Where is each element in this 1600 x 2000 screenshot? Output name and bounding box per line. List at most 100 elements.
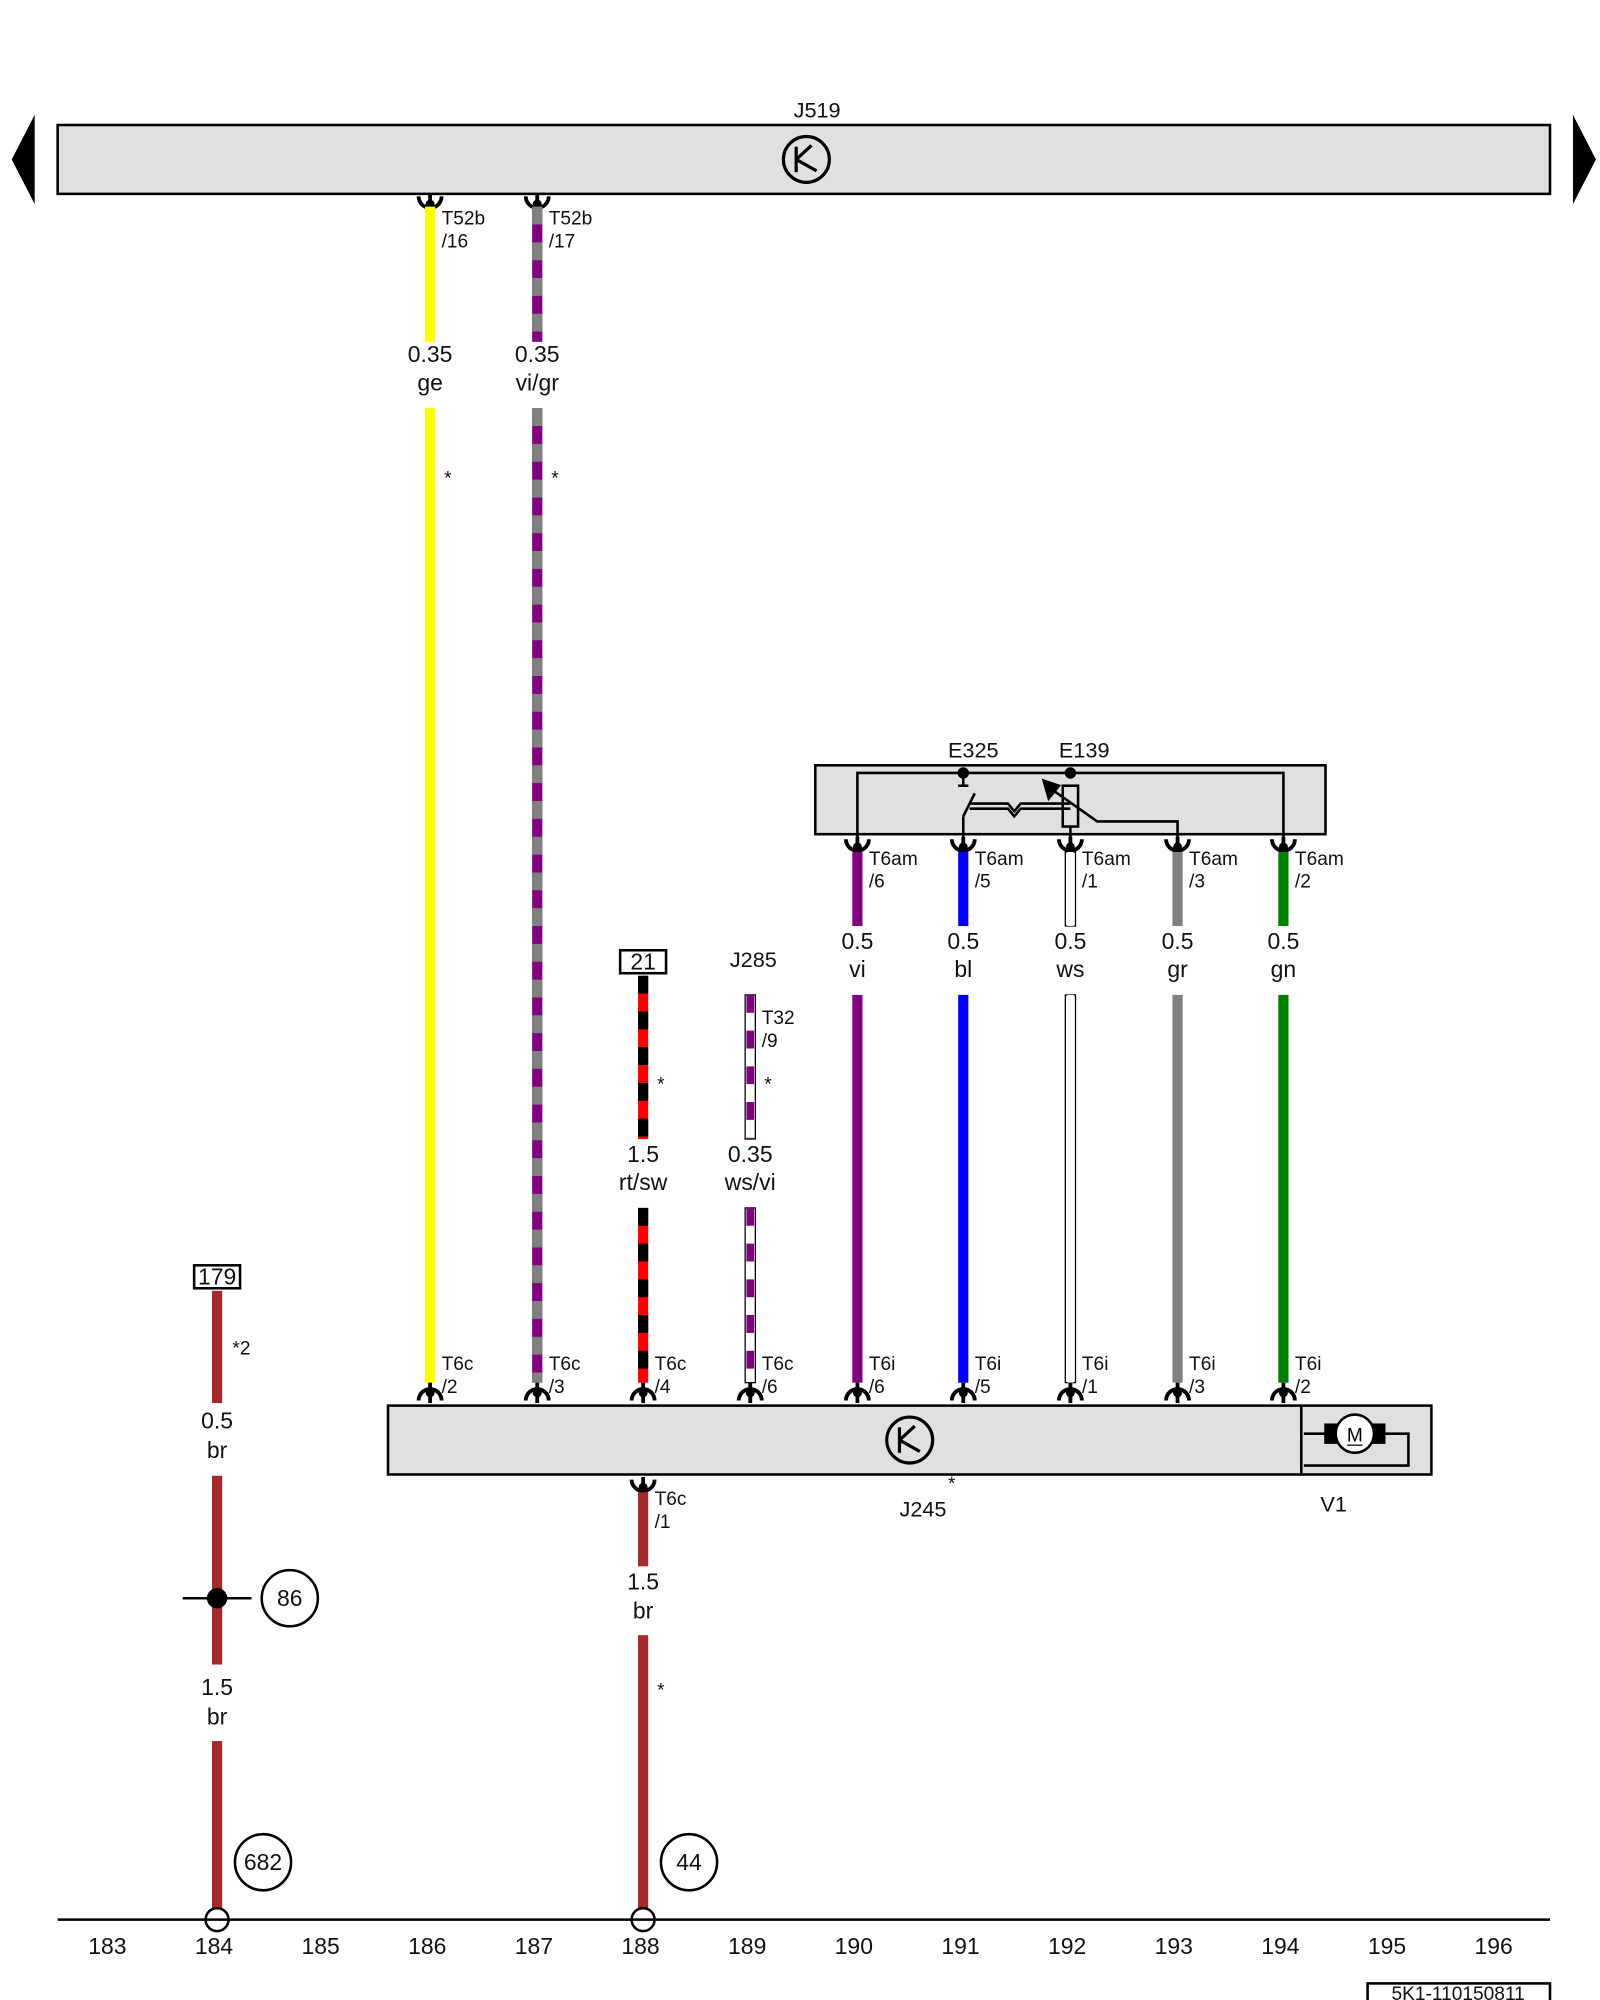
ground-ref: 44 <box>676 1849 702 1875</box>
wire-color-code: ge <box>417 369 443 395</box>
wire-segment-rt-sw-upper[interactable] <box>638 975 649 1140</box>
wire-segment-gn-upper[interactable] <box>1278 852 1289 927</box>
connector-label: T6c <box>655 1354 687 1375</box>
connector-pin: /1 <box>655 1512 671 1533</box>
track-number: 191 <box>941 1933 979 1959</box>
wire-color-code: bl <box>954 956 972 982</box>
wire-gauge: 0.5 <box>841 928 873 954</box>
wire-segment-bl-upper[interactable] <box>958 852 969 927</box>
footnote-star: * <box>657 1680 665 1701</box>
ground-ref-circle[interactable] <box>233 1832 293 1892</box>
module-j245[interactable]: M J245 * V1 <box>386 1404 1433 1522</box>
wire-segment-br-left-1[interactable] <box>211 1290 223 1404</box>
wire-color-code: br <box>207 1703 228 1729</box>
connector-label: T52b <box>549 208 593 229</box>
track-number: 194 <box>1261 1933 1300 1959</box>
footnote-star: * <box>444 469 452 490</box>
wire-segment-bl-lower[interactable] <box>958 994 969 1383</box>
splice-ref: 86 <box>277 1585 303 1611</box>
module-j519[interactable]: J519 <box>56 97 1552 196</box>
track-number: 190 <box>835 1933 873 1959</box>
connector-pin: /3 <box>549 1377 565 1398</box>
wire-segment-br-j245-1[interactable] <box>638 1492 649 1567</box>
wire-segment-ws-lower[interactable] <box>1064 994 1077 1384</box>
footnote: *2 <box>232 1339 250 1360</box>
wire-gauge: 0.35 <box>408 341 453 367</box>
connector-pin: /4 <box>655 1377 671 1398</box>
module-e325-e139[interactable]: E325 E139 <box>814 738 1327 842</box>
track-number: 185 <box>302 1933 340 1959</box>
wire-segment-gr-lower[interactable] <box>1172 994 1183 1383</box>
wire-segment-vi-gr-lower[interactable] <box>532 408 543 1383</box>
connector-pin-icon <box>844 1382 871 1404</box>
connector-pin: /2 <box>1295 872 1311 893</box>
wire-gauge: 0.5 <box>1054 928 1086 954</box>
continue-left-arrow-icon[interactable] <box>11 114 35 205</box>
wire-gauge: 0.5 <box>1267 928 1299 954</box>
continue-right-arrow-icon[interactable] <box>1572 114 1596 205</box>
wire-segment-gr-upper[interactable] <box>1172 852 1183 927</box>
connector-pin: /5 <box>975 1377 991 1398</box>
connector-pin-icon <box>1164 1382 1191 1404</box>
connector-pin: /1 <box>1082 872 1098 893</box>
wire-color-code: gn <box>1271 956 1297 982</box>
footer-code: 5K1-110150811 <box>1392 1984 1525 2000</box>
footnote-star: * <box>764 1075 772 1096</box>
connector-label: T52b <box>442 208 486 229</box>
reference-box <box>618 948 668 975</box>
track-number: 184 <box>195 1933 234 1959</box>
splice-ref-circle[interactable] <box>260 1568 320 1628</box>
connector-pin-icon <box>949 1382 977 1404</box>
connector-pin-icon <box>1270 836 1297 858</box>
wire-segment-br-left-3[interactable] <box>211 1741 223 1914</box>
connector-label: T6i <box>975 1354 1002 1375</box>
connector-label: T6c <box>655 1489 687 1510</box>
track-number: 183 <box>88 1933 126 1959</box>
wire-segment-vi-lower[interactable] <box>852 994 863 1383</box>
connector-label: T6c <box>442 1354 474 1375</box>
track-number: 189 <box>728 1933 766 1959</box>
wire-segment-ws-vi-lower[interactable] <box>744 1207 756 1384</box>
wire-segment-vi-gr-upper[interactable] <box>532 206 543 342</box>
track-number: 186 <box>408 1933 446 1959</box>
wire-segment-rt-sw-lower[interactable] <box>638 1207 649 1383</box>
control-unit-icon <box>781 134 831 184</box>
connector-label: T32 <box>762 1008 795 1029</box>
wire-segment-ge-lower[interactable] <box>425 408 436 1383</box>
reference-number: 21 <box>630 948 656 974</box>
wire-segment-vi-upper[interactable] <box>852 852 863 927</box>
connector-label: T6i <box>1189 1354 1216 1375</box>
wire-gauge: 1.5 <box>201 1674 233 1700</box>
wire-color-code: gr <box>1167 956 1188 982</box>
ground-ref-circle[interactable] <box>659 1832 719 1892</box>
connector-pin: /16 <box>442 231 469 252</box>
motor-glyph: M <box>1347 1425 1363 1446</box>
connector-label: T6am <box>975 849 1024 870</box>
module-j519-label: J519 <box>794 97 841 122</box>
connector-label: T6i <box>869 1354 896 1375</box>
wire-segment-ge-upper[interactable] <box>425 206 436 342</box>
splice-dot-icon <box>206 1588 228 1609</box>
connector-pin-icon <box>1270 1382 1297 1404</box>
track-number: 188 <box>621 1933 659 1959</box>
connector-pin-icon <box>1057 1382 1084 1404</box>
connector-label: T6am <box>1082 849 1131 870</box>
e139-label: E139 <box>1059 738 1110 763</box>
ground-ref: 682 <box>244 1849 282 1875</box>
wire-gauge: 1.5 <box>627 1568 659 1594</box>
connector-label: T6am <box>1295 849 1344 870</box>
wire-segment-br-left-2[interactable] <box>211 1475 223 1665</box>
connector-pin: /9 <box>762 1031 778 1052</box>
track-number: 193 <box>1155 1933 1193 1959</box>
wire-segment-ws-upper[interactable] <box>1064 851 1077 927</box>
connector-pin-icon <box>523 1382 551 1404</box>
wire-color-code: vi <box>849 956 866 982</box>
wire-segment-br-j245-2[interactable] <box>638 1635 649 1914</box>
connector-pin-icon <box>416 1382 444 1404</box>
reference-box <box>192 1264 242 1290</box>
wire-segment-ws-vi-upper[interactable] <box>744 994 756 1140</box>
motor-icon: M <box>1303 1413 1410 1467</box>
wire-segment-gn-lower[interactable] <box>1278 994 1289 1383</box>
j245-star: * <box>948 1474 956 1495</box>
wire-color-code: ws <box>1055 956 1084 982</box>
